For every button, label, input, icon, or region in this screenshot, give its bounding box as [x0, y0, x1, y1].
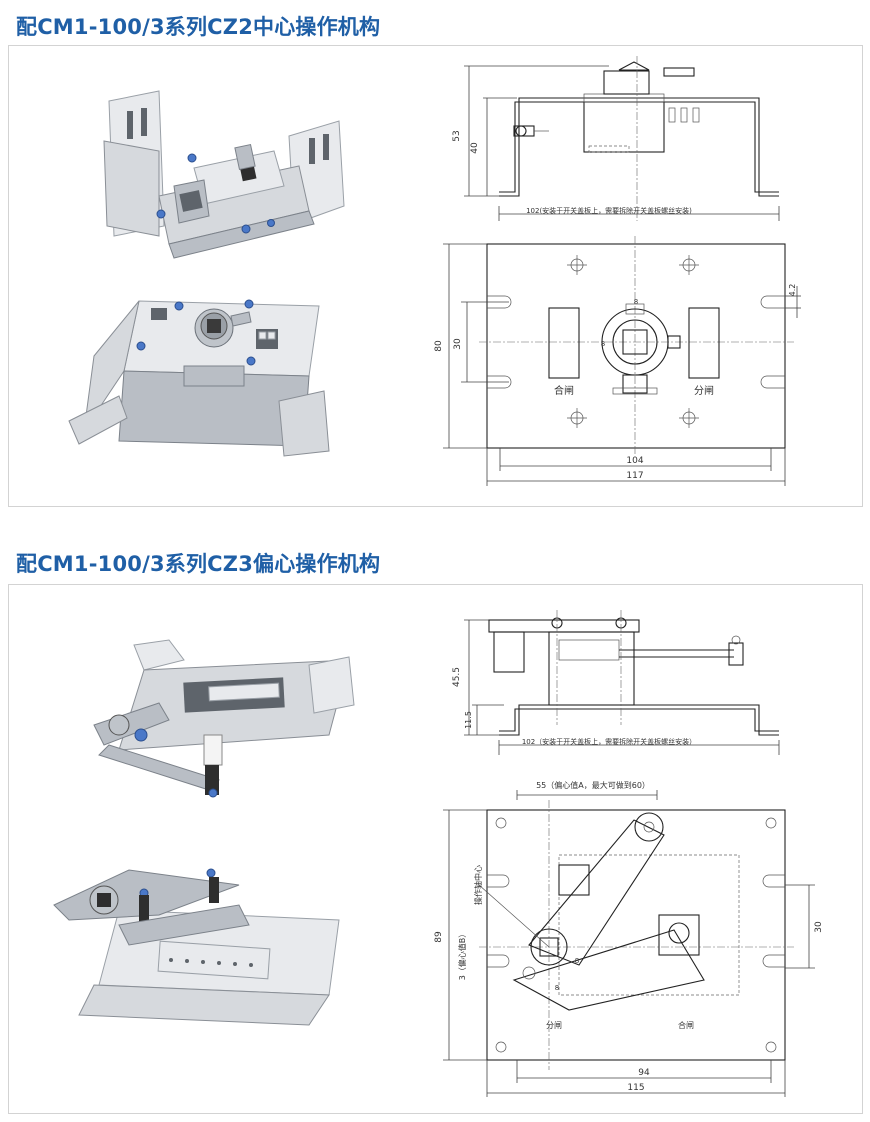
- cz3-plan-view: 55（偏心值A，最大可做到60）: [434, 780, 824, 1097]
- cz3-side-dim-11-5: 11.5: [464, 711, 473, 729]
- cz2-plan-view: 8 8 合闸 分闸 80 30 4.2 104: [434, 236, 801, 486]
- cz3-plan-dim-30: 30: [814, 921, 824, 933]
- cz2-side-dim-53: 53: [452, 130, 462, 141]
- cz2-plan-dim-104: 104: [626, 456, 643, 466]
- cz3-plan-label-shaft: 操作轴中心: [473, 865, 483, 905]
- panel-cz2-canvas: 53 40 102(安装于开关盖板上，需: [68, 56, 801, 486]
- section-title-cz2: 配CM1-100/3系列CZ2中心操作机构: [16, 15, 381, 39]
- panel-cz2: 53 40 102(安装于开关盖板上，需: [8, 45, 863, 507]
- cz2-side-dim-102: 102(安装于开关盖板上，需要拆除开关盖板螺丝安装): [526, 206, 692, 215]
- cz3-bracket-photo-bottom: [53, 868, 340, 1026]
- cz3-plan-dim-55: 55（偏心值A，最大可做到60）: [536, 780, 650, 790]
- cz3-plan-dim-8a: 8: [555, 984, 559, 992]
- cz3-plan-dim-89: 89: [434, 931, 444, 943]
- cz2-plan-label-close: 合闸: [554, 384, 574, 397]
- cz2-plan-dim-30: 30: [453, 338, 463, 350]
- cz3-side-view: 45.5 11.5 102（安装于开关盖板上，需要拆除开关盖板螺丝安装）: [452, 610, 780, 755]
- cz2-side-view: 53 40 102(安装于开关盖板上，需: [452, 56, 780, 221]
- cz3-plan-label-close: 合闸: [678, 1020, 694, 1030]
- cz2-side-dim-40: 40: [470, 142, 480, 154]
- cz3-bracket-photo-top: [93, 639, 355, 798]
- cz3-plan-dim-115: 115: [627, 1083, 644, 1093]
- panel-cz3-canvas: 45.5 11.5 102（安装于开关盖板上，需要拆除开关盖板螺丝安装）: [53, 610, 824, 1097]
- cz2-plan-dim-80: 80: [434, 340, 444, 352]
- cz2-plan-dim-4-2: 4.2: [788, 284, 797, 297]
- cz3-plan-label-open: 分闸: [546, 1021, 562, 1030]
- cz2-plan-dim-8-left: 8: [601, 340, 605, 348]
- cz3-side-dim-102: 102（安装于开关盖板上，需要拆除开关盖板螺丝安装）: [522, 737, 696, 746]
- cz2-bracket-photo-top: [103, 90, 345, 259]
- cz3-side-dim-45-5: 45.5: [452, 667, 462, 687]
- cz3-plan-dim-94: 94: [638, 1068, 650, 1078]
- cz2-plan-dim-8-top: 8: [634, 298, 638, 306]
- cz2-plan-dim-117: 117: [626, 471, 643, 481]
- cz2-plan-label-open: 分闸: [694, 384, 714, 397]
- section-title-cz3: 配CM1-100/3系列CZ3偏心操作机构: [16, 552, 381, 576]
- cz3-plan-dim-8b: 8: [575, 957, 579, 965]
- cz2-bracket-photo-bottom: [68, 299, 330, 457]
- panel-cz3: 45.5 11.5 102（安装于开关盖板上，需要拆除开关盖板螺丝安装）: [8, 584, 863, 1114]
- cz3-plan-dim-eccentric-b: 3（偏心值B）: [457, 930, 467, 981]
